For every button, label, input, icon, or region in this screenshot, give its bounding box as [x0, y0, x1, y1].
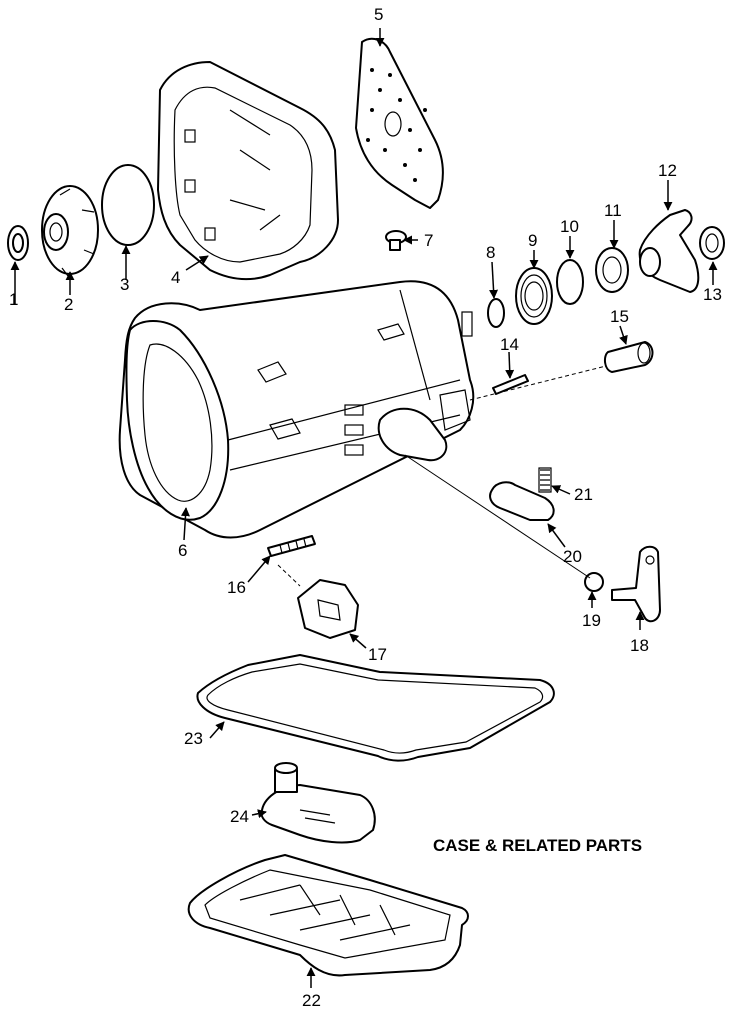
part-19-nut	[584, 572, 604, 592]
callout-19: 19	[582, 611, 601, 630]
part-7-plug	[385, 230, 407, 251]
callout-18: 18	[630, 636, 649, 655]
part-12-flange	[638, 209, 700, 293]
part-1-seal	[7, 225, 29, 261]
part-4-bell-housing	[157, 61, 339, 281]
part-10-ring	[556, 259, 584, 305]
callout-13: 13	[703, 285, 722, 304]
callout-1: 1	[9, 290, 18, 309]
part-2-pump	[41, 185, 99, 277]
part-6-transmission-case	[118, 280, 475, 539]
part-15-sleeve	[603, 341, 654, 373]
callout-5: 5	[374, 5, 383, 24]
part-5-plate	[355, 37, 444, 209]
leader-lines	[10, 28, 718, 988]
callout-8: 8	[486, 243, 495, 262]
callout-20: 20	[563, 547, 582, 566]
callout-21: 21	[574, 485, 593, 504]
part-14-pin	[492, 374, 529, 395]
callout-16: 16	[227, 578, 246, 597]
part-9-bearing	[515, 267, 553, 325]
part-11-seal	[595, 247, 629, 293]
part-8-ring	[487, 298, 505, 328]
callout-23: 23	[184, 729, 203, 748]
part-13-nut	[699, 226, 725, 260]
callout-15: 15	[610, 307, 629, 326]
part-22-oil-pan	[187, 854, 469, 977]
part-20-detent	[489, 481, 555, 521]
part-23-gasket	[196, 654, 555, 762]
part-17-block	[297, 579, 359, 639]
callout-22: 22	[302, 991, 321, 1010]
callout-24: 24	[230, 807, 249, 826]
callout-10: 10	[560, 217, 579, 236]
diagram-title: CASE & RELATED PARTS	[433, 836, 642, 855]
callout-7: 7	[424, 231, 433, 250]
part-18-lever	[611, 545, 661, 623]
callout-14: 14	[500, 335, 519, 354]
part-3-o-ring	[101, 164, 155, 246]
callout-6: 6	[178, 541, 187, 560]
callout-labels: 1 2 3 4 5 6 7 8 9 10 11 12 13 14 15 16 1…	[9, 5, 722, 1010]
part-24-filter	[260, 762, 376, 844]
callout-9: 9	[528, 231, 537, 250]
part-16-stud	[267, 535, 316, 557]
callout-17: 17	[368, 645, 387, 664]
callout-4: 4	[171, 268, 180, 287]
callout-2: 2	[64, 295, 73, 314]
callout-11: 11	[604, 201, 622, 220]
part-21-spring	[538, 467, 552, 493]
callout-12: 12	[658, 161, 677, 180]
alignment-lines	[277, 365, 607, 587]
callout-3: 3	[120, 275, 129, 294]
